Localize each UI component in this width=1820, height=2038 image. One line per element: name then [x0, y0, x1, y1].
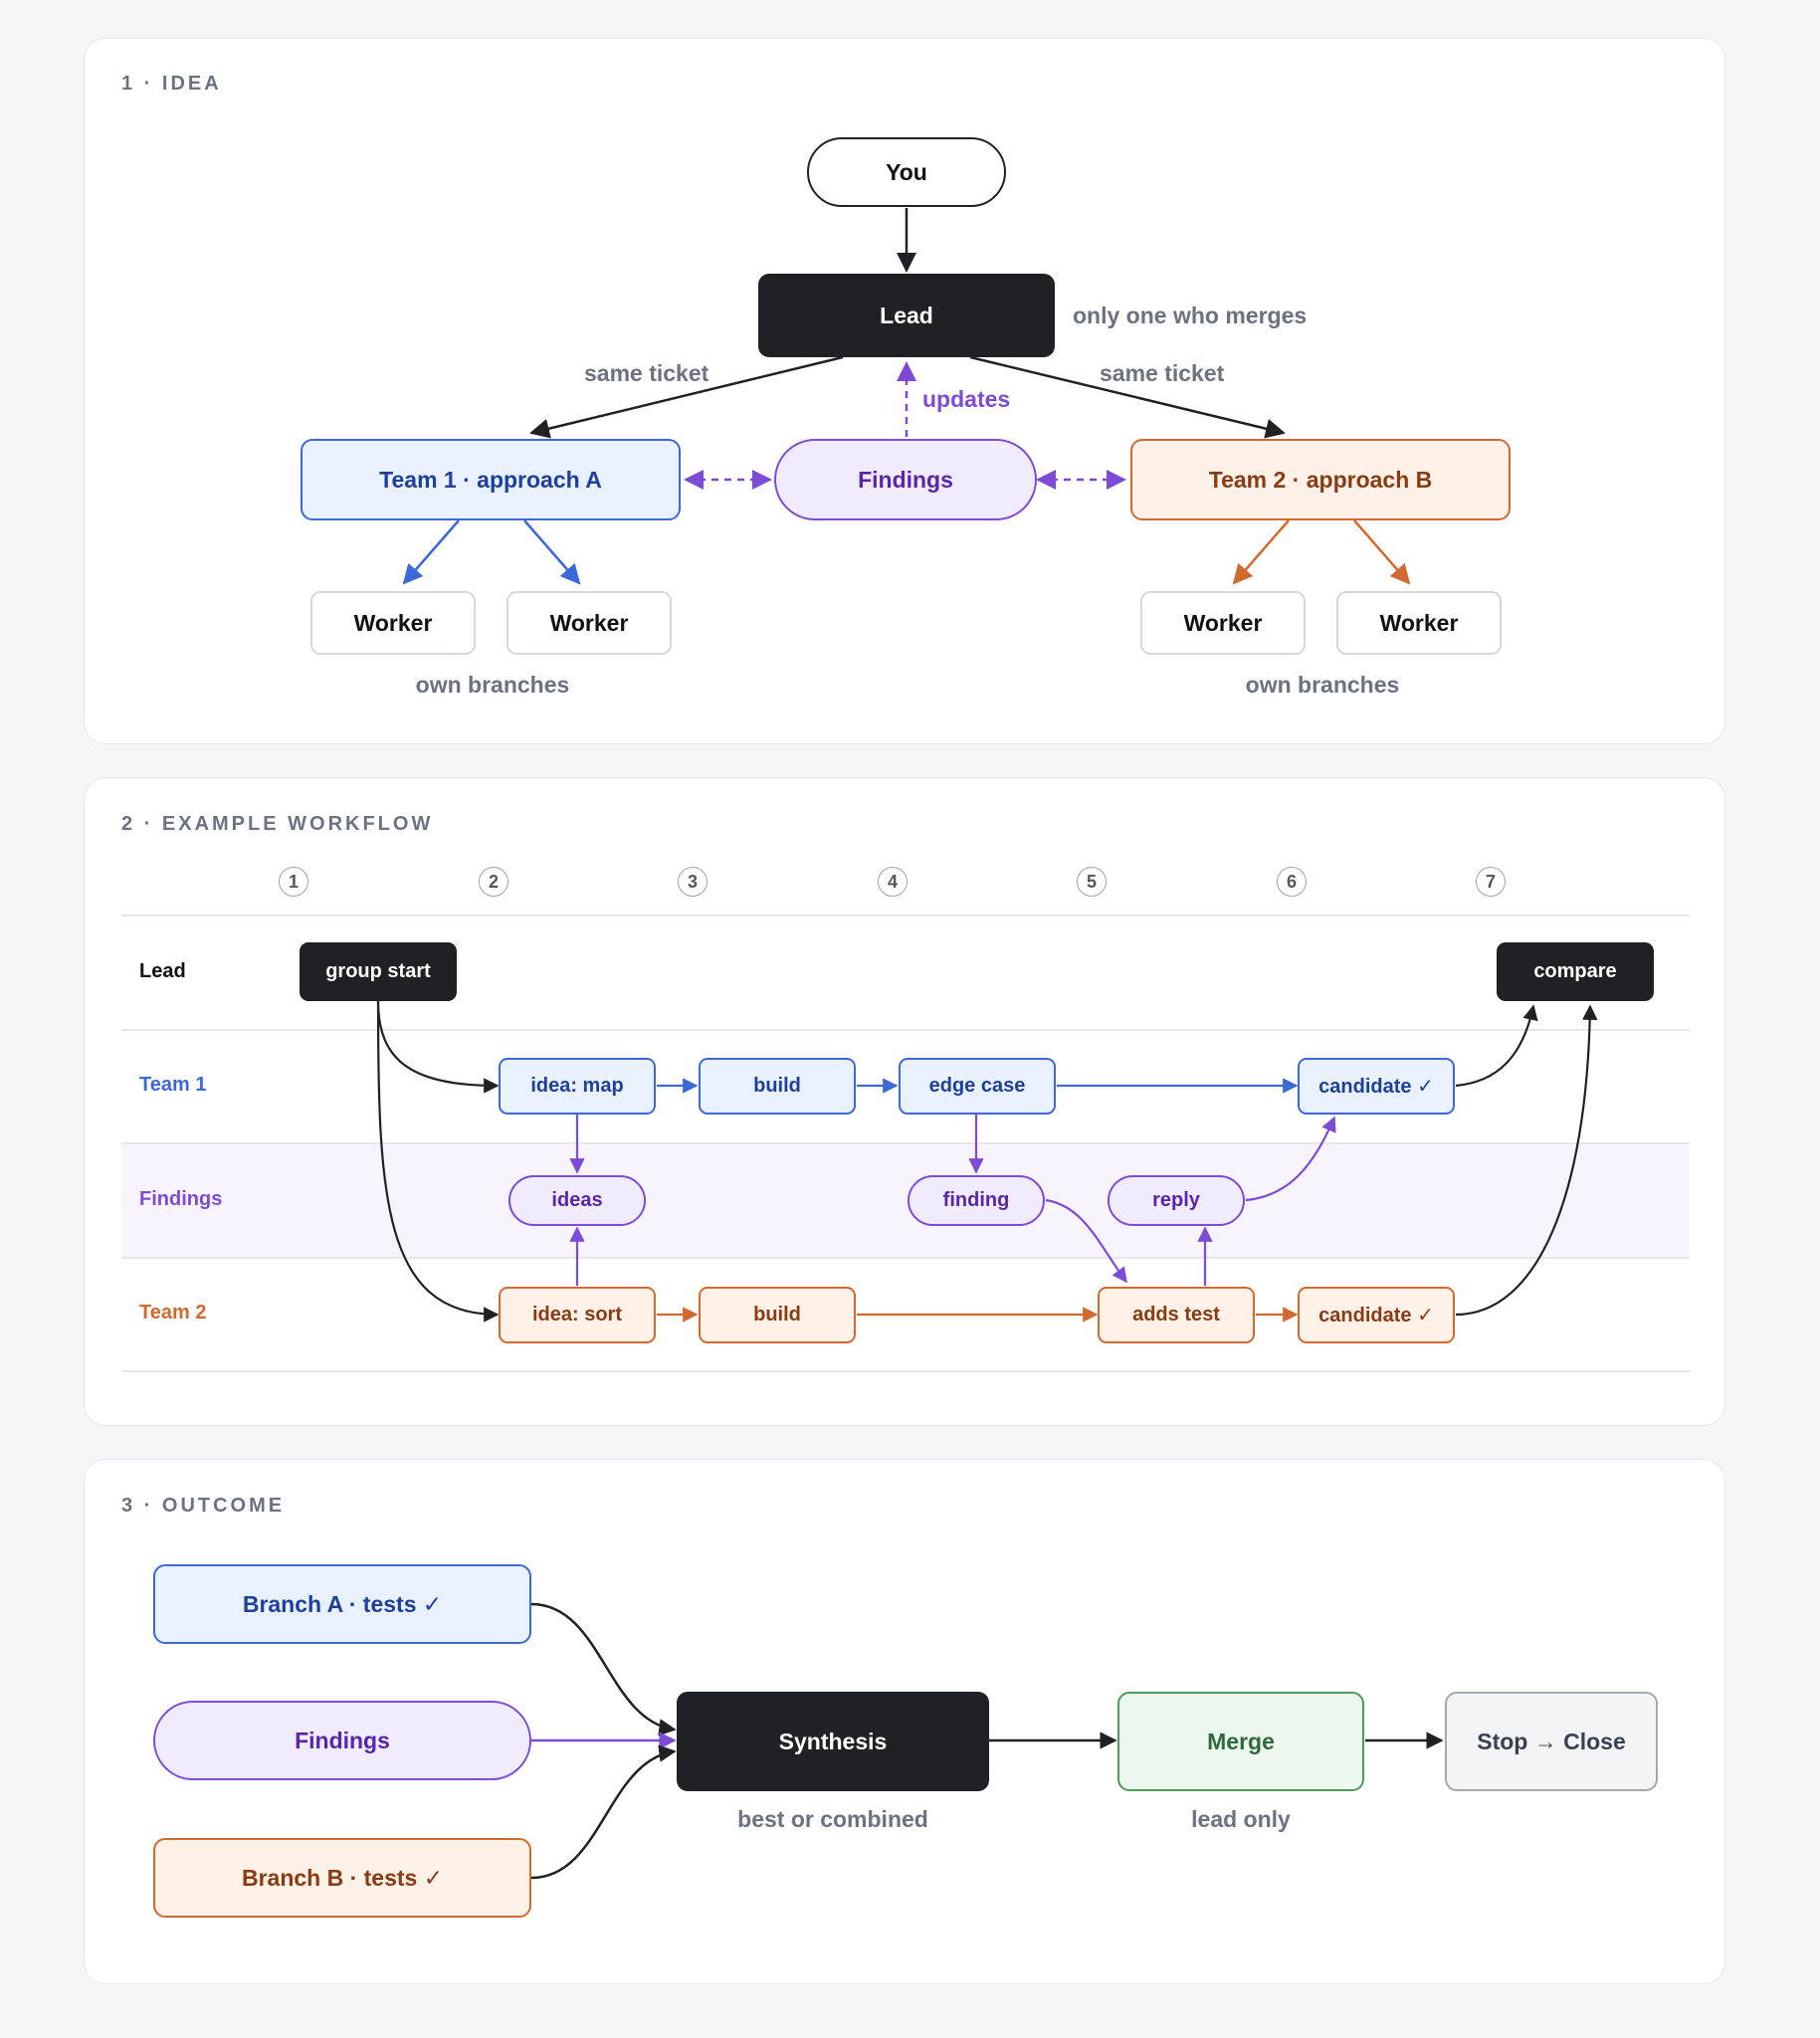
idea-card-title: 1 · IDEA: [121, 73, 222, 95]
lead-to-team2-arrow: [969, 355, 1286, 439]
wf-t1-build: build: [699, 1058, 856, 1115]
branch-b-to-synthesis: [530, 1744, 677, 1880]
same-ticket-left-label: same ticket: [584, 360, 709, 386]
finding-to-adds-test: [1045, 1198, 1127, 1284]
team1-worker-2: Worker: [506, 591, 672, 655]
own-branches-left-label: own branches: [415, 672, 570, 698]
row-divider: [121, 1257, 1690, 1259]
step-number-1: 1: [279, 867, 308, 897]
updates-label: updates: [922, 386, 1011, 412]
stop-close-node: Stop → Close: [1445, 1692, 1658, 1791]
wf-finding: finding: [908, 1175, 1045, 1226]
step-number-7: 7: [1476, 867, 1506, 897]
step-number-3: 3: [678, 867, 708, 897]
merge-node: Merge: [1117, 1692, 1364, 1791]
wf-reply: reply: [1108, 1175, 1245, 1226]
wf-group-start: group start: [300, 942, 457, 1001]
outcome-card: 3 · OUTCOME Branch A · tests ✓ Findings …: [84, 1459, 1725, 1984]
row-divider: [121, 1370, 1690, 1372]
branch-a-node: Branch A · tests ✓: [153, 1564, 531, 1644]
wf-t2-candidate: candidate ✓: [1298, 1287, 1455, 1343]
workflow-card-title: 2 · EXAMPLE WORKFLOW: [121, 813, 434, 835]
same-ticket-right-label: same ticket: [1100, 360, 1225, 386]
synthesis-node: Synthesis: [677, 1692, 989, 1791]
findings-node: Findings: [774, 439, 1037, 520]
team1-worker-1: Worker: [310, 591, 476, 655]
outcome-findings-node: Findings: [153, 1701, 531, 1780]
branch-b-node: Branch B · tests ✓: [153, 1838, 531, 1918]
merge-note: lead only: [1191, 1806, 1291, 1832]
step-number-6: 6: [1277, 867, 1307, 897]
idea-card: 1 · IDEA You Lead only one who merges sa…: [84, 38, 1725, 744]
own-branches-right-label: own branches: [1245, 672, 1400, 698]
team2-worker-2: Worker: [1336, 591, 1502, 655]
team1-candidate-to-compare: [1455, 1004, 1538, 1088]
team2-worker1-arrow: [1232, 519, 1290, 585]
wf-compare: compare: [1497, 942, 1654, 1001]
workflow-card: 2 · EXAMPLE WORKFLOW 1 2 3 4 5 6 7 Lead …: [84, 777, 1725, 1426]
lead-to-team1-arrow: [529, 355, 844, 439]
branch-a-to-synthesis: [530, 1602, 677, 1736]
team1-worker2-arrow: [523, 519, 581, 585]
wf-t1-edge-case: edge case: [899, 1058, 1056, 1115]
group-start-to-team2: [376, 1000, 500, 1323]
outcome-card-title: 3 · OUTCOME: [121, 1495, 286, 1517]
wf-t1-candidate: candidate ✓: [1298, 1058, 1455, 1115]
wf-ideas: ideas: [508, 1175, 646, 1226]
team1-node: Team 1 · approach A: [301, 439, 681, 520]
wf-t2-build: build: [699, 1287, 856, 1343]
group-start-to-team1: [376, 1000, 500, 1094]
lead-node: Lead: [758, 274, 1055, 357]
team2-worker-1: Worker: [1140, 591, 1306, 655]
team1-worker1-arrow: [402, 519, 460, 585]
lane-label-lead: Lead: [139, 960, 186, 982]
idea-connectors: [402, 208, 1411, 585]
outcome-connectors: [530, 1602, 1444, 1880]
lane-label-team1: Team 1: [139, 1074, 207, 1096]
you-node: You: [807, 137, 1006, 207]
row-divider: [121, 1029, 1690, 1031]
row-divider: [121, 915, 1690, 917]
team2-node: Team 2 · approach B: [1130, 439, 1511, 520]
row-divider: [121, 1142, 1690, 1144]
synthesis-note: best or combined: [737, 1806, 928, 1832]
step-number-5: 5: [1077, 867, 1107, 897]
lane-label-findings: Findings: [139, 1188, 223, 1210]
team2-worker2-arrow: [1353, 519, 1411, 585]
lane-label-team2: Team 2: [139, 1302, 207, 1324]
team2-candidate-to-compare: [1455, 1004, 1598, 1317]
lead-note: only one who merges: [1073, 303, 1308, 328]
wf-t2-adds-test: adds test: [1098, 1287, 1255, 1343]
wf-t1-idea-map: idea: map: [499, 1058, 656, 1115]
wf-t2-idea-sort: idea: sort: [499, 1287, 656, 1343]
workflow-connectors: [376, 1000, 1598, 1323]
reply-to-candidate: [1245, 1116, 1336, 1202]
step-number-4: 4: [878, 867, 908, 897]
step-number-2: 2: [479, 867, 508, 897]
